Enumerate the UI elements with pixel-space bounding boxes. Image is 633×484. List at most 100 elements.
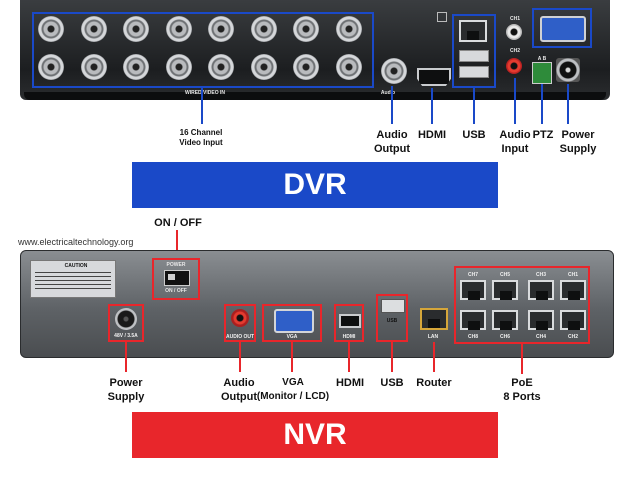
nvr-power-text: POWER bbox=[166, 262, 186, 268]
dvr-ptz-terminal bbox=[532, 62, 552, 84]
dvr-video-input-box bbox=[32, 12, 374, 88]
dvr-usb-port-2 bbox=[459, 66, 489, 78]
nvr-poe-port bbox=[560, 280, 586, 300]
nvr-usb-text: USB bbox=[386, 318, 398, 324]
nvr-vga-box bbox=[262, 304, 322, 342]
dvr-bnc-connector bbox=[293, 16, 319, 42]
dvr-bnc-connector bbox=[208, 54, 234, 80]
nvr-pointer-usb bbox=[391, 342, 393, 372]
nvr-poe-channel-label: CH7 bbox=[467, 272, 478, 278]
nvr-power-box bbox=[108, 304, 144, 342]
nvr-poe-box bbox=[454, 266, 590, 344]
dvr-ch1-rca bbox=[506, 24, 522, 40]
nvr-label-audio-output: Audio Output bbox=[220, 377, 258, 403]
nvr-hdmi-box bbox=[334, 304, 364, 342]
nvr-pointer-power bbox=[125, 342, 127, 372]
nvr-power-switch-box bbox=[152, 258, 200, 300]
nvr-power-connector bbox=[115, 308, 137, 330]
dvr-power-jack bbox=[556, 58, 580, 82]
nvr-usb-box bbox=[376, 294, 408, 342]
dvr-label-video-input: 16 Channel Video Input bbox=[179, 128, 223, 147]
dvr-bnc-connector bbox=[165, 54, 192, 80]
nvr-poe-channel-label: CH5 bbox=[499, 272, 510, 278]
nvr-poe-port bbox=[492, 280, 518, 300]
dvr-network-icon bbox=[437, 12, 447, 22]
nvr-label-hdmi: HDMI bbox=[335, 377, 365, 389]
nvr-poe-channel-label: CH8 bbox=[467, 334, 478, 340]
nvr-label-vga: VGA (Monitor / LCD) bbox=[256, 377, 330, 402]
nvr-power-switch-toggle bbox=[168, 274, 175, 280]
dvr-banner: DVR bbox=[132, 162, 498, 208]
nvr-poe-channel-label: CH1 bbox=[567, 272, 578, 278]
nvr-caution-label: CAUTION bbox=[30, 260, 116, 298]
dvr-banner-text: DVR bbox=[283, 168, 347, 201]
dvr-bnc-connector bbox=[250, 54, 277, 80]
nvr-poe-channel-label: CH6 bbox=[499, 334, 510, 340]
nvr-lan-text: LAN bbox=[427, 334, 439, 340]
dvr-ptz-port-text: A B bbox=[537, 56, 547, 62]
dvr-pointer-audio-out bbox=[391, 86, 393, 124]
dvr-bnc-connector bbox=[165, 16, 192, 42]
nvr-banner: NVR bbox=[132, 412, 498, 458]
nvr-pointer-vga bbox=[291, 342, 293, 372]
dvr-vga-port bbox=[540, 16, 586, 42]
nvr-label-poe: PoE 8 Ports bbox=[503, 377, 541, 403]
nvr-poe-port bbox=[528, 310, 554, 330]
dvr-bnc-connector bbox=[38, 16, 64, 42]
dvr-usb-port-1 bbox=[459, 50, 489, 62]
nvr-poe-channel-label: CH2 bbox=[567, 334, 578, 340]
nvr-pointer-audio-out bbox=[239, 342, 241, 372]
dvr-usb-lan-box bbox=[452, 14, 496, 88]
dvr-ch2-text: CH2 bbox=[509, 48, 520, 54]
nvr-vga-port bbox=[274, 309, 314, 333]
dvr-audio-port-text: Audio bbox=[380, 90, 396, 96]
nvr-pointer-router bbox=[433, 342, 435, 372]
nvr-audio-out-text: AUDIO OUT bbox=[225, 334, 255, 340]
nvr-on-off-heading: ON / OFF bbox=[154, 217, 202, 229]
dvr-audio-out-connector bbox=[381, 58, 407, 84]
dvr-label-audio-output: Audio Output bbox=[373, 129, 411, 155]
dvr-bnc-connector bbox=[80, 54, 107, 80]
dvr-label-audio-input: Audio Input bbox=[499, 129, 531, 155]
dvr-pointer-usb bbox=[473, 88, 475, 124]
nvr-pointer-on-off bbox=[176, 230, 178, 260]
nvr-label-power-supply: Power Supply bbox=[107, 377, 145, 403]
nvr-usb-port bbox=[381, 299, 405, 313]
nvr-poe-channel-label: CH4 bbox=[535, 334, 546, 340]
dvr-bnc-connector bbox=[38, 54, 64, 80]
dvr-bnc-connector bbox=[123, 54, 149, 80]
nvr-lan-port bbox=[420, 308, 448, 330]
dvr-pointer-video bbox=[201, 88, 203, 124]
nvr-poe-port bbox=[528, 280, 554, 300]
nvr-poe-port bbox=[460, 310, 486, 330]
nvr-poe-port bbox=[492, 310, 518, 330]
dvr-pointer-power bbox=[567, 84, 569, 124]
dvr-bnc-connector bbox=[123, 16, 149, 42]
nvr-caution-lines bbox=[35, 272, 111, 292]
nvr-website-text: www.electricaltechnology.org bbox=[18, 237, 134, 247]
dvr-wired-video-in-text: WIRED VIDEO IN bbox=[184, 90, 225, 96]
nvr-poe-channel-label: CH3 bbox=[535, 272, 546, 278]
dvr-bnc-connector bbox=[335, 54, 362, 80]
dvr-pointer-ptz bbox=[541, 84, 543, 124]
dvr-bnc-connector bbox=[80, 16, 107, 42]
nvr-hdmi-port bbox=[339, 314, 361, 328]
dvr-bnc-connector bbox=[208, 16, 234, 42]
nvr-poe-port bbox=[460, 280, 486, 300]
nvr-audio-out-rca bbox=[231, 309, 249, 327]
dvr-bnc-connector bbox=[293, 54, 319, 80]
dvr-label-ptz: PTZ bbox=[532, 129, 554, 141]
nvr-poe-port bbox=[560, 310, 586, 330]
nvr-caution-text: CAUTION bbox=[64, 263, 88, 269]
dvr-panel-bottom-rail bbox=[24, 92, 606, 100]
dvr-ch2-rca bbox=[506, 58, 522, 74]
nvr-on-off-small-text: ON / OFF bbox=[165, 288, 187, 294]
nvr-pointer-poe bbox=[521, 344, 523, 374]
nvr-vga-text: VGA bbox=[286, 334, 298, 340]
dvr-lan-port bbox=[459, 20, 487, 42]
nvr-label-usb: USB bbox=[380, 377, 404, 389]
dvr-hdmi-port bbox=[417, 68, 451, 86]
dvr-panel bbox=[20, 0, 610, 100]
nvr-power-switch bbox=[164, 270, 190, 286]
nvr-label-router: Router bbox=[416, 377, 452, 389]
